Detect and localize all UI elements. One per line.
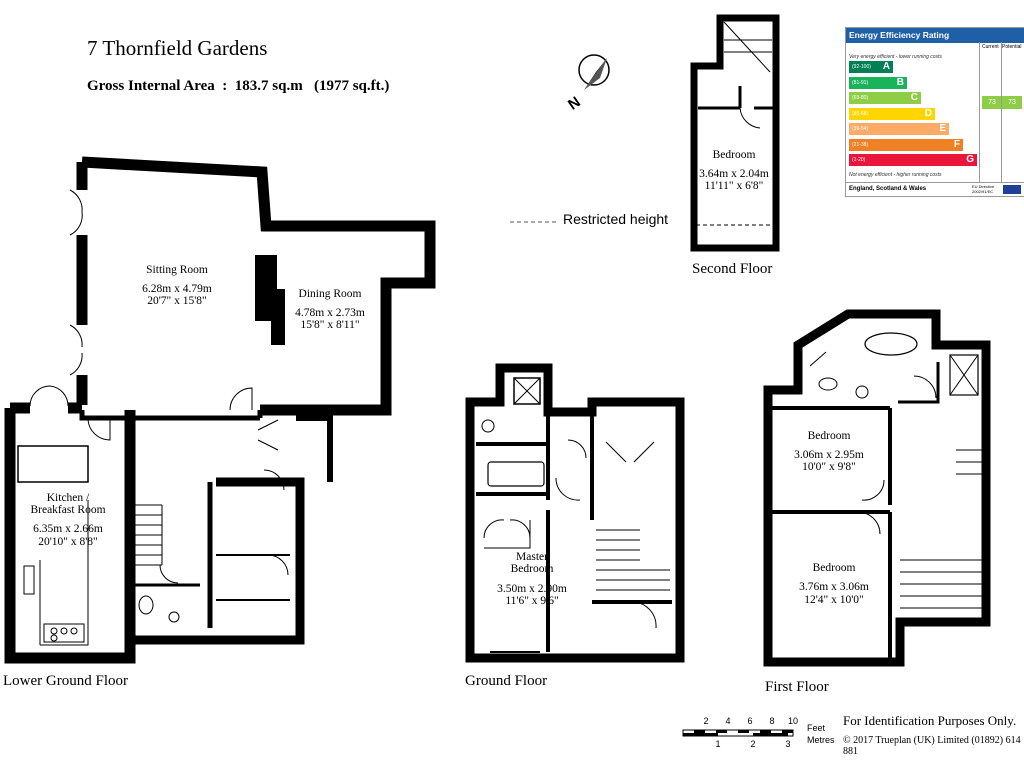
compass-north-label: N bbox=[565, 93, 584, 113]
eu-flag-icon bbox=[1003, 185, 1021, 194]
scale-feet-tick: 8 bbox=[769, 716, 774, 726]
room-metric: 3.50m x 2.90m bbox=[497, 583, 567, 595]
room-imperial: 12'4" x 10'0" bbox=[804, 594, 864, 606]
room-name-2: Breakfast Room bbox=[30, 504, 105, 516]
room-name: Bedroom bbox=[813, 562, 856, 574]
epc-band-f: (21-38) F bbox=[849, 138, 963, 151]
scale-metre-tick: 3 bbox=[785, 739, 790, 749]
floor-label-second: Second Floor bbox=[692, 261, 772, 277]
property-title: 7 Thornfield Gardens bbox=[87, 36, 268, 60]
scale-metre-tick: 1 bbox=[715, 739, 720, 749]
second-floor-plan bbox=[690, 14, 780, 252]
epc-band-d: (55-68) D bbox=[849, 107, 935, 120]
epc-band-a: (92-100) A bbox=[849, 61, 893, 73]
epc-band-letter: F bbox=[953, 138, 960, 150]
epc-band-range: (92-100) bbox=[852, 64, 871, 70]
room-imperial: 20'7" x 15'8" bbox=[147, 295, 207, 307]
first-floor-plan bbox=[763, 309, 991, 667]
floor-label-ground: Ground Floor bbox=[465, 673, 547, 689]
epc-current-header: Current bbox=[982, 44, 999, 50]
scale-metre-tick: 2 bbox=[750, 739, 755, 749]
energy-efficiency-chart: Energy Efficiency Rating Current Potenti… bbox=[845, 27, 1024, 197]
room-imperial: 20'10" x 8'8" bbox=[38, 536, 98, 548]
room-name: Dining Room bbox=[299, 288, 362, 300]
epc-band-b: (81-91) B bbox=[849, 76, 907, 89]
room-imperial: 11'6" x 9'6" bbox=[505, 595, 558, 607]
epc-title: Energy Efficiency Rating bbox=[846, 28, 1024, 43]
epc-directive: EU Directive 2002/91/EC bbox=[972, 184, 995, 194]
room-imperial: 15'8" x 8'11" bbox=[300, 319, 359, 331]
disclaimer: For Identification Purposes Only. bbox=[843, 713, 1017, 728]
floor-label-first: First Floor bbox=[765, 679, 829, 695]
room-name: Master bbox=[516, 551, 548, 563]
room-name-2: Bedroom bbox=[511, 563, 554, 575]
epc-band-range: (39-54) bbox=[852, 126, 869, 132]
epc-band-range: (69-80) bbox=[852, 95, 869, 101]
epc-band-range: (1-20) bbox=[852, 157, 866, 163]
epc-current-score: 73 bbox=[982, 96, 1002, 109]
epc-band-letter: E bbox=[939, 123, 946, 134]
epc-band-letter: G bbox=[966, 154, 974, 165]
epc-potential-score: 73 bbox=[1002, 96, 1022, 109]
scale-feet-tick: 10 bbox=[788, 716, 798, 726]
room-labels: Sitting Room 6.28m x 4.79m 20'7" x 15'8"… bbox=[30, 149, 868, 607]
room-imperial: 11'11" x 6'8" bbox=[705, 180, 764, 192]
epc-band-range: (81-91) bbox=[852, 79, 869, 86]
room-metric: 6.35m x 2.66m bbox=[33, 523, 103, 535]
room-metric: 6.28m x 4.79m bbox=[142, 283, 212, 295]
restricted-height-label: Restricted height bbox=[563, 211, 669, 227]
scale-feet-tick: 4 bbox=[725, 716, 730, 726]
epc-potential-header: Potential bbox=[1002, 44, 1022, 50]
room-name: Bedroom bbox=[713, 149, 756, 161]
epc-top-note: Very energy efficient - lower running co… bbox=[849, 54, 942, 60]
room-imperial: 10'0" x 9'8" bbox=[802, 461, 856, 473]
epc-band-range: (55-68) bbox=[852, 110, 869, 117]
copyright: © 2017 Trueplan (UK) Limited (01892) 614… bbox=[843, 735, 1021, 757]
ground-floor-plan bbox=[465, 363, 685, 663]
epc-band-g: (1-20) G bbox=[849, 154, 977, 166]
room-name: Bedroom bbox=[808, 430, 851, 442]
epc-band-e: (39-54) E bbox=[849, 123, 949, 135]
room-metric: 3.76m x 3.06m bbox=[799, 581, 869, 593]
epc-band-range: (21-38) bbox=[852, 141, 869, 148]
epc-band-letter: A bbox=[882, 61, 890, 72]
scale-feet-tick: 2 bbox=[703, 716, 708, 726]
epc-band-letter: D bbox=[924, 107, 932, 119]
epc-bottom-note: Not energy efficient - higher running co… bbox=[849, 172, 942, 178]
scale-bar: 2 4 6 8 10 1 2 3 Feet Metres bbox=[682, 716, 835, 749]
lower-ground-floor-plan bbox=[4, 156, 436, 664]
epc-band-letter: B bbox=[896, 76, 904, 88]
room-metric: 3.06m x 2.95m bbox=[794, 449, 864, 461]
epc-region: England, Scotland & Wales bbox=[849, 186, 927, 192]
scale-feet-label: Feet bbox=[807, 723, 826, 733]
scale-metres-label: Metres bbox=[807, 735, 835, 745]
room-metric: 3.64m x 2.04m bbox=[699, 168, 769, 180]
epc-band-letter: C bbox=[910, 92, 918, 103]
room-name: Kitchen / bbox=[47, 492, 90, 504]
epc-band-c: (69-80) C bbox=[849, 92, 921, 104]
room-name: Sitting Room bbox=[146, 264, 208, 276]
gross-internal-area: Gross Internal Area : 183.7 sq.m (1977 s… bbox=[87, 78, 390, 94]
north-compass-icon bbox=[578, 54, 610, 90]
epc-footer: England, Scotland & Wales EU Directive 2… bbox=[846, 182, 1024, 196]
floor-label-lower-ground: Lower Ground Floor bbox=[3, 673, 128, 689]
scale-feet-tick: 6 bbox=[747, 716, 752, 726]
room-metric: 4.78m x 2.73m bbox=[295, 307, 365, 319]
